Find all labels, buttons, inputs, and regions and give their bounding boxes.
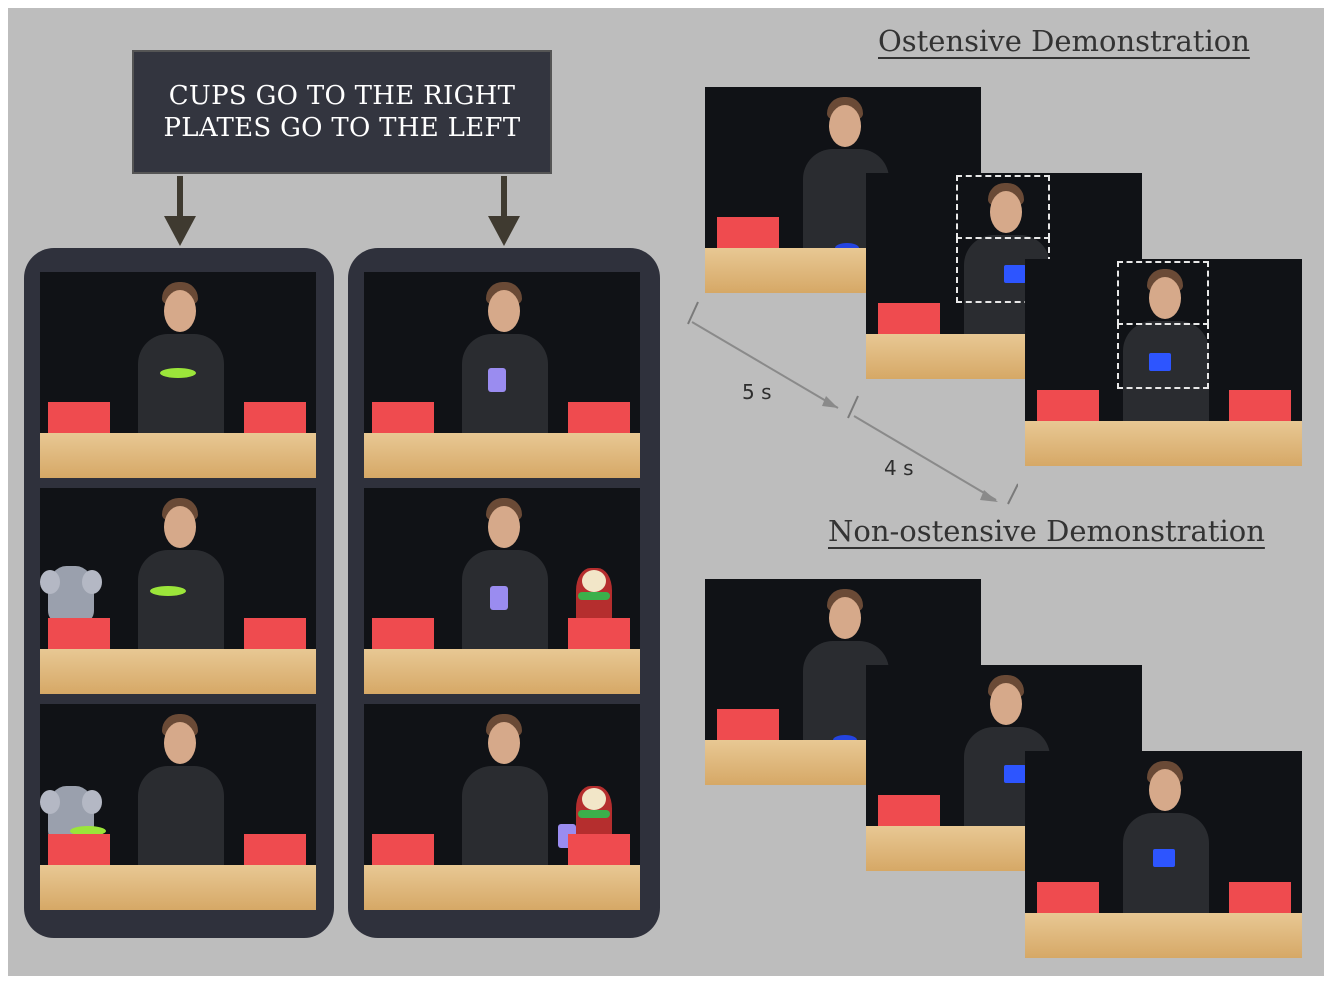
table	[1025, 913, 1302, 958]
down-arrow-icon	[164, 176, 196, 246]
table	[364, 865, 640, 910]
table	[364, 649, 640, 694]
rule-column-cups	[348, 248, 660, 938]
gaze-box-face	[956, 175, 1050, 239]
chick-puppet	[576, 568, 612, 624]
ostensive-title: Ostensive Demonstration	[878, 24, 1250, 58]
table	[40, 865, 316, 910]
rule-box: CUPS GO TO THE RIGHT PLATES GO TO THE LE…	[132, 50, 552, 174]
ostensive-frame-3	[1025, 259, 1302, 466]
elephant-puppet	[40, 566, 102, 622]
table	[364, 433, 640, 478]
down-arrow-icon	[488, 176, 520, 246]
video-frame-plate-1	[40, 272, 316, 478]
non-ostensive-title: Non-ostensive Demonstration	[828, 514, 1265, 548]
blue-object	[1149, 353, 1171, 371]
blue-object	[1004, 765, 1026, 783]
rule-line-cups: CUPS GO TO THE RIGHT	[168, 81, 516, 111]
cup-object	[490, 586, 508, 610]
video-frame-plate-2	[40, 488, 316, 694]
rule-column-plates	[24, 248, 334, 938]
timeline-arrow-icon	[687, 301, 1018, 505]
video-frame-cup-3	[364, 704, 640, 910]
figure-canvas: CUPS GO TO THE RIGHT PLATES GO TO THE LE…	[8, 8, 1324, 976]
chick-puppet	[576, 786, 612, 842]
blue-object	[1153, 849, 1175, 867]
plate-object	[150, 586, 186, 596]
plate-object	[70, 826, 106, 836]
table	[40, 649, 316, 694]
video-frame-cup-1	[364, 272, 640, 478]
interval-label-5s: 5 s	[742, 380, 772, 404]
video-frame-cup-2	[364, 488, 640, 694]
video-frame-plate-3	[40, 704, 316, 910]
interval-label-4s: 4 s	[884, 456, 914, 480]
plate-object	[160, 368, 196, 378]
table	[1025, 421, 1302, 466]
cup-object	[488, 368, 506, 392]
non-ostensive-frame-3	[1025, 751, 1302, 958]
gaze-box-face	[1117, 261, 1209, 325]
rule-line-plates: PLATES GO TO THE LEFT	[163, 113, 521, 143]
table	[40, 433, 316, 478]
gaze-box-object	[1117, 323, 1209, 389]
blue-object	[1004, 265, 1026, 283]
